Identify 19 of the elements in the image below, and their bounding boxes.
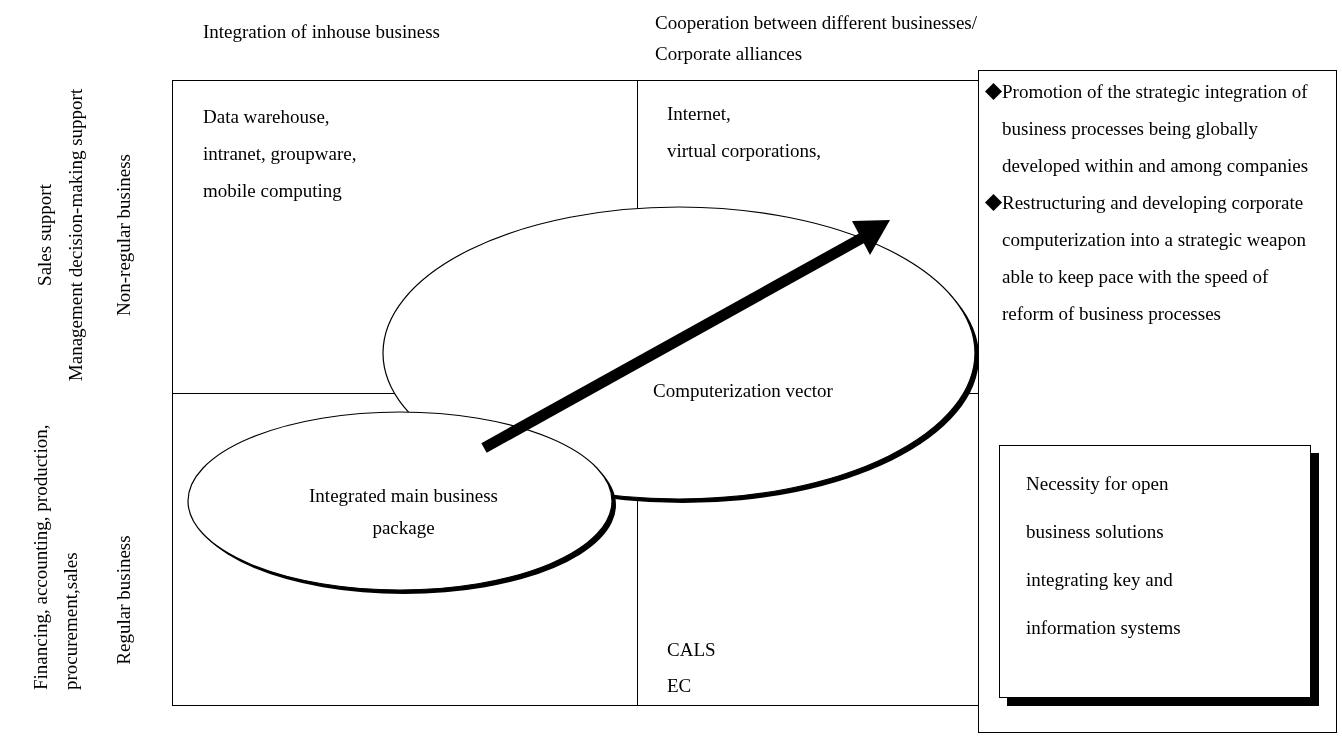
quadrant-text: virtual corporations,: [667, 139, 823, 163]
bullet-text: Promotion of the strategic integration of business processes being globally developed within and among companies: [1002, 80, 1310, 178]
ellipse-label: Integrated main business package: [308, 484, 499, 540]
axis-label: Financing, accounting, production, procurement,sales: [29, 423, 82, 690]
quadrant-text: Data warehouse, intranet, groupware, mobile computing: [203, 105, 358, 203]
ellipse-label: Computerization vector: [653, 379, 834, 403]
bullet-text: Restructuring and developing corporate computerization into a strategic weapon able to keep pace with the speed of reform of business processes: [1002, 191, 1307, 326]
column-heading: Integration of inhouse business: [203, 20, 441, 44]
column-heading: Cooperation between different businesses/ Corporate alliances: [655, 11, 979, 66]
axis-label: Non-regular business: [112, 154, 135, 316]
axis-label: Regular business: [112, 535, 135, 665]
note-text: Necessity for open business solutions integrating key and information systems: [1026, 472, 1182, 640]
quadrant-text: EC: [667, 674, 693, 698]
text-panel: [978, 70, 1337, 733]
axis-label: Management decision-making support: [64, 88, 87, 382]
ellipse: [186, 410, 618, 596]
quadrant-text: CALS: [667, 638, 717, 662]
quadrant-text: Internet,: [667, 102, 732, 126]
axis-label: Sales support: [33, 184, 56, 286]
